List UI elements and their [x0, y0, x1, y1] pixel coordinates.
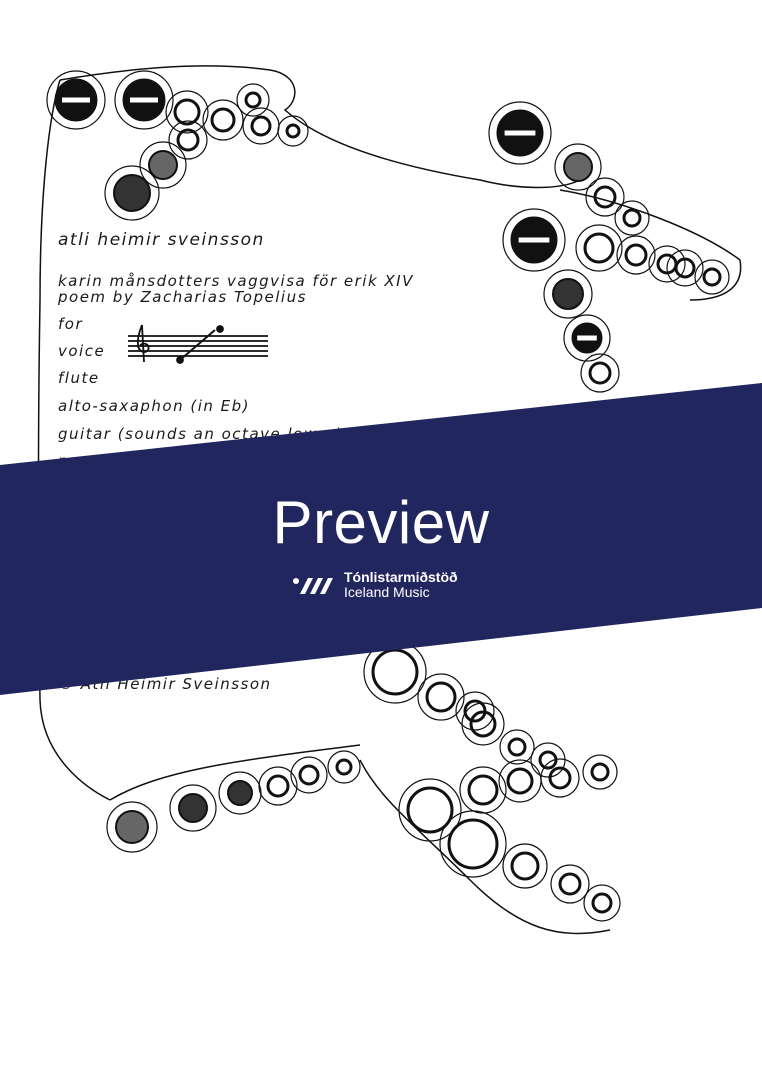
bubble-outline — [398, 778, 462, 842]
bubble-outline — [168, 120, 208, 160]
notation-circle — [593, 185, 617, 209]
notation-circle — [622, 208, 642, 228]
notation-circle — [506, 767, 534, 795]
bubble-outline — [114, 70, 174, 130]
notation-circle — [469, 710, 497, 738]
instrument-percussion: percussion — [58, 452, 155, 470]
instrument-guitar: guitar (sounds an octave lower) — [58, 425, 344, 443]
bubble-outline — [290, 756, 328, 794]
notation-circle — [563, 152, 593, 182]
notation-circle — [335, 758, 353, 776]
notation-circle — [552, 278, 584, 310]
bubble-outline — [616, 235, 656, 275]
bubble-outline — [550, 864, 590, 904]
notation-circle — [227, 780, 253, 806]
instrument-flute: flute — [58, 369, 100, 387]
instrument-saxophone: alto-saxaphon (in Eb) — [58, 397, 251, 415]
bubble-outline — [540, 758, 580, 798]
bubble-outline — [585, 177, 625, 217]
notation-circle — [173, 98, 201, 126]
instrument-voice: voice — [58, 342, 106, 360]
notation-circle — [115, 810, 149, 844]
bubble-outline — [277, 115, 309, 147]
notation-circle — [250, 115, 272, 137]
bubble-outline — [666, 249, 704, 287]
notation-circle — [558, 872, 582, 896]
bubble-outline — [236, 83, 270, 117]
for-label: for — [58, 315, 84, 333]
bubble-outline — [648, 245, 686, 283]
notation-circle — [702, 267, 722, 287]
bubble-outline — [488, 101, 552, 165]
composer-name: atli heimir sveinsson — [58, 230, 265, 250]
notation-circle — [510, 851, 540, 881]
bubble-outline — [104, 165, 160, 221]
notation-circle — [548, 766, 572, 790]
poem-credit: poem by Zacharias Topelius — [58, 288, 307, 306]
bubble-outline — [139, 141, 187, 189]
notation-circle — [591, 892, 613, 914]
bubble-outline — [439, 810, 507, 878]
bubble-outline — [258, 766, 298, 806]
bubble-outline — [459, 766, 507, 814]
notation-circle — [447, 818, 499, 870]
notation-circle — [148, 150, 178, 180]
notation-circle — [406, 786, 454, 834]
bubble-outline — [169, 784, 217, 832]
bubble-outline — [498, 759, 542, 803]
notation-circle — [266, 774, 290, 798]
notation-circle — [371, 648, 419, 696]
bubble-outline — [563, 314, 611, 362]
bubble-outline — [543, 269, 593, 319]
notation-circle — [298, 764, 320, 786]
notation-circle — [674, 257, 696, 279]
copyright: © Atli Heimir Sveinsson — [58, 675, 272, 693]
notation-circle — [624, 243, 648, 267]
notation-circle — [425, 681, 457, 713]
bubble-outline — [106, 801, 158, 853]
bubble-outline — [499, 729, 535, 765]
notation-circle — [178, 793, 208, 823]
notation-circle — [467, 774, 499, 806]
bubble-outline — [554, 143, 602, 191]
music-staff — [128, 324, 268, 364]
bubble-outline — [417, 673, 465, 721]
notation-circle — [507, 737, 527, 757]
notation-circle — [176, 128, 200, 152]
bubble-outline — [502, 208, 566, 272]
notation-circle — [113, 174, 151, 212]
bubble-outline — [582, 754, 618, 790]
bubble-outline — [165, 90, 209, 134]
bubble-outline — [530, 742, 566, 778]
notation-circle — [244, 91, 262, 109]
notation-circle — [285, 123, 301, 139]
bubble-outline — [575, 224, 623, 272]
bubble-outline — [202, 99, 244, 141]
bubble-outline — [46, 70, 106, 130]
bubble-outline — [614, 200, 650, 236]
work-title: karin månsdotters vaggvisa för erik XIV — [58, 272, 414, 290]
bubble-outline — [218, 771, 262, 815]
bubble-outline — [580, 353, 620, 393]
bubble-outline — [694, 259, 730, 295]
notation-circle — [590, 762, 610, 782]
bubble-outline — [583, 884, 621, 922]
bubble-outline — [327, 750, 361, 784]
bubble-outline — [461, 702, 505, 746]
bubble-outline — [502, 843, 548, 889]
notation-circle — [588, 361, 612, 385]
notation-circle — [583, 232, 615, 264]
notation-circle — [210, 107, 236, 133]
